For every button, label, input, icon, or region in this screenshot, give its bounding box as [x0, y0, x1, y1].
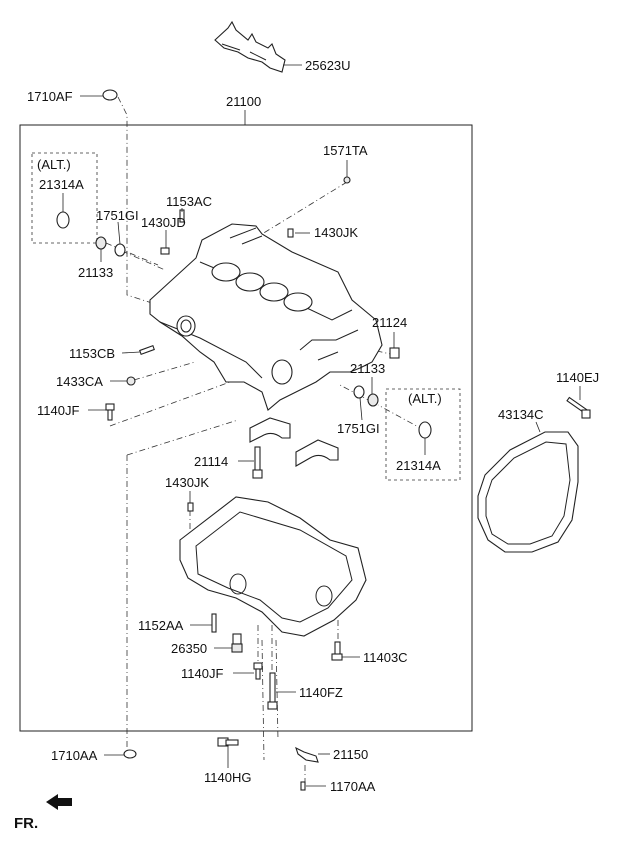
ref-line-pan-bolts [257, 625, 279, 761]
bolt-11403c-part [331, 641, 343, 661]
bolt-1140ej-part [566, 396, 591, 419]
label-1152aa: 1152AA [138, 618, 184, 633]
ref-line-1710AF [117, 96, 153, 304]
assembly-frame [19, 124, 473, 732]
label-21133-top: 21133 [78, 265, 113, 280]
bolt-1140fz-part [267, 672, 278, 710]
ref-line-21314A-right [377, 404, 425, 431]
bolt-1170aa-part [300, 781, 306, 791]
sensor-26350-part [231, 633, 243, 653]
label-21150: 21150 [333, 747, 368, 762]
label-11403c: 11403C [363, 650, 408, 665]
bolt-21114-part [252, 446, 263, 479]
label-1140jf-lower: 1140JF [181, 666, 223, 681]
seal-1751gi-left-part [114, 243, 126, 257]
plug-1430jk-lower-part [187, 502, 194, 512]
seal-1751gi-right-part [353, 385, 365, 399]
bolt-1140hg-part [217, 737, 239, 747]
label-alt-right: (ALT.) [408, 391, 442, 406]
label-1153ac: 1153AC [166, 194, 212, 209]
label-1751gi-right: 1751GI [337, 421, 380, 436]
label-21314a-top: 21314A [39, 177, 84, 192]
label-1433ca: 1433CA [56, 374, 103, 389]
label-25623u: 25623U [305, 58, 351, 73]
label-1140ej: 1140EJ [556, 370, 599, 385]
label-alt-top: (ALT.) [37, 157, 71, 172]
ref-line-21133-left [105, 242, 159, 266]
plug-21124-part [389, 347, 400, 359]
ref-line-1751GI-left [121, 250, 166, 271]
alt-box-top [31, 152, 98, 244]
label-1571ta: 1571TA [323, 143, 368, 158]
labels: 25623U 1710AF 21100 1571TA (ALT.) 21314A… [14, 58, 599, 832]
pin-1153cb-part [139, 345, 155, 355]
bracket-21150-part [295, 746, 319, 763]
plug-21314a-right-part [418, 421, 432, 439]
alt-box-right [385, 388, 461, 481]
label-21133-right: 21133 [350, 361, 385, 376]
label-1140jf-top: 1140JF [37, 403, 79, 418]
label-26350: 26350 [171, 641, 207, 656]
ladder-frame-part [179, 496, 367, 637]
bolt-1140jf-lower-part [253, 662, 263, 680]
plug-21133-left-part [95, 236, 107, 250]
label-1710aa: 1710AA [51, 748, 98, 763]
cylinder-block-part [149, 223, 383, 411]
fr-arrow-icon [46, 794, 72, 810]
oring-1710af-part [102, 89, 118, 101]
rear-gasket-43134c-part [477, 431, 579, 553]
label-1710af: 1710AF [27, 89, 73, 104]
label-1430jk-top: 1430JK [314, 225, 358, 240]
ref-line-1710AA [126, 419, 239, 748]
plug-21133-right-part [367, 393, 379, 407]
label-1170aa: 1170AA [330, 779, 376, 794]
plug-1430jk-top-part [287, 228, 294, 238]
gasket-25623u-part [214, 20, 286, 73]
label-1430jk-lower: 1430JK [165, 475, 209, 490]
label-21100: 21100 [226, 94, 261, 109]
ref-line-1433CA [133, 361, 196, 381]
label-fr: FR. [14, 815, 38, 832]
label-21314a-right: 21314A [396, 458, 441, 473]
label-43134c: 43134C [498, 407, 544, 422]
plug-1430jd-part [160, 247, 170, 255]
plug-1433ca-part [126, 376, 136, 386]
bolt-1140jf-upper-part [105, 403, 115, 421]
leader-lines [62, 64, 581, 787]
label-21124: 21124 [372, 315, 407, 330]
oring-1710aa-part [123, 749, 137, 759]
label-1140hg: 1140HG [204, 770, 251, 785]
label-21114: 21114 [194, 454, 228, 469]
plug-1571ta-part [343, 176, 351, 184]
bearing-cap-upper-part [249, 417, 291, 443]
ref-line-1140JF [109, 381, 231, 427]
dowel-1152aa-part [211, 613, 217, 633]
label-1140fz: 1140FZ [299, 685, 343, 700]
label-1751gi-top: 1751GI [96, 208, 139, 223]
bearing-cap-lower-part [295, 439, 339, 467]
label-1430jd: 1430JD [141, 215, 186, 230]
label-1153cb: 1153CB [69, 346, 115, 361]
plug-21314a-left-part [56, 211, 70, 229]
